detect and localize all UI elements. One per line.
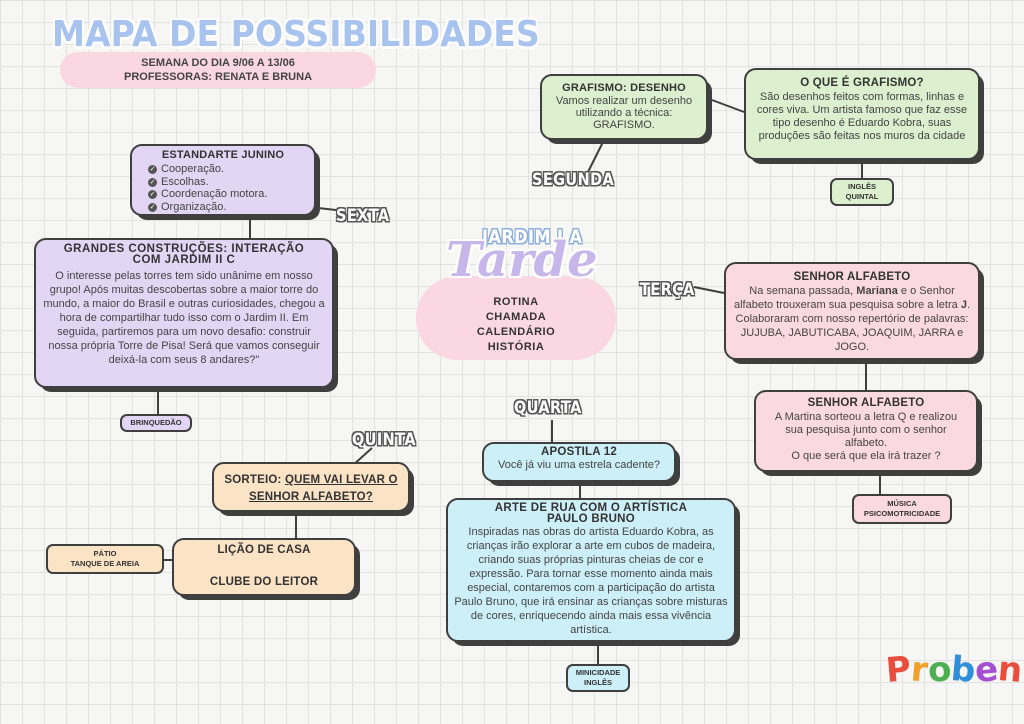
tag-line: TANQUE DE AREIA (70, 559, 140, 568)
routine-item: HISTÓRIA (487, 341, 545, 353)
shift-name: Tarde (446, 232, 598, 288)
card-wednesday-workbook: APOSTILA 12 Você já viu uma estrela cade… (482, 442, 676, 482)
checklist-item: ✓ Cooperação. (148, 163, 314, 176)
check-icon: ✓ (148, 190, 157, 199)
checklist-item: ✓ Organização. (148, 201, 314, 214)
card-thursday-homework: LIÇÃO DE CASA CLUBE DO LEITOR (172, 538, 356, 596)
day-label-friday: SEXTA (336, 206, 390, 226)
check-icon: ✓ (148, 165, 157, 174)
routine-item: CHAMADA (485, 311, 547, 323)
card-text: A Martina sorteou a letra Q e realizou s… (774, 411, 958, 449)
card-title: SENHOR ALFABETO (793, 271, 911, 283)
title-line: GRANDES CONSTRUÇÕES: INTERAÇÃO (63, 243, 305, 255)
tag-line: PÁTIO (93, 549, 117, 558)
text-part: Na semana passada, (749, 285, 857, 297)
check-icon: ✓ (148, 177, 157, 187)
card-line: LIÇÃO DE CASA (217, 544, 311, 556)
checklist-item: ✓ Escolhas. (148, 176, 314, 189)
routine-item: ROTINA (493, 296, 539, 308)
title-line: PAULO BRUNO (546, 513, 636, 525)
brand-logo: Proben (884, 648, 1024, 692)
day-label-thursday: QUINTA (352, 430, 416, 450)
card-tuesday-alphabet: SENHOR ALFABETO Na semana passada, Maria… (724, 262, 980, 360)
page-title: MAPA DE POSSIBILIDADES (52, 14, 540, 55)
tag-monday: INGLÊS QUINTAL (830, 178, 894, 206)
line-monday (587, 139, 605, 173)
item-label: Coordenação motora. (161, 188, 268, 200)
text-part: e o Senhor alfabeto trouxeram sua pesqui… (733, 285, 961, 311)
card-monday-activity: GRAFISMO: DESENHO Vamos realizar um dese… (540, 74, 708, 140)
card-friday-activity: GRANDES CONSTRUÇÕES: INTERAÇÃO COM JARDI… (34, 238, 334, 388)
week-dates: SEMANA DO DIA 9/06 A 13/06 (141, 57, 295, 69)
item-label: Cooperação. (161, 163, 224, 175)
card-text: O interesse pelas torres tem sido unânim… (43, 270, 325, 366)
card-text: Na semana passada, Mariana e o Senhor al… (726, 283, 978, 355)
letter: J (960, 299, 967, 311)
card-friday-banner: ESTANDARTE JUNINO ✓ Cooperação. ✓ Escolhas… (130, 144, 316, 216)
tag-line: PSICOMOTRICIDADE (863, 509, 941, 518)
day-label-tuesday: TERÇA (640, 280, 695, 300)
week-banner: SEMANA DO DIA 9/06 A 13/06 PROFESSORAS: … (60, 52, 376, 88)
card-text: Inspiradas nas obras do artista Eduardo … (454, 526, 728, 636)
checklist: ✓ Cooperação. ✓ Escolhas. ✓ Coordenação mot… (148, 163, 314, 213)
card-title: ESTANDARTE JUNINO (161, 149, 285, 161)
card-text: Você já viu uma estrela cadente? (497, 459, 661, 471)
routine-item: CALENDÁRIO (476, 326, 556, 338)
tag-wednesday: MINICIDADE INGLÊS (566, 664, 630, 692)
student-name: Mariana (856, 285, 898, 297)
card-question: O que será que ela irá trazer ? (791, 450, 941, 462)
card-title: ARTE DE RUA COM O ARTÍSTICA PAULO BRUNO (448, 502, 734, 525)
card-line: CLUBE DO LEITOR (209, 576, 319, 588)
center-bubble: ROTINA CHAMADA CALENDÁRIO HISTÓRIA (416, 276, 616, 360)
card-wednesday-street-art: ARTE DE RUA COM O ARTÍSTICA PAULO BRUNO … (446, 498, 736, 642)
card-text: SORTEIO: QUEM VAI LEVAR O SENHOR ALFABET… (214, 472, 408, 506)
card-thursday-draw: SORTEIO: QUEM VAI LEVAR O SENHOR ALFABET… (212, 462, 410, 512)
brand-letter: P (884, 648, 913, 692)
card-tuesday-draw: SENHOR ALFABETO A Martina sorteou a letr… (754, 390, 978, 472)
tag-line: INGLÊS (848, 182, 876, 191)
card-title: GRAFISMO: DESENHO (562, 82, 686, 94)
checklist-item: ✓ Coordenação motora. (148, 188, 314, 201)
card-title: O QUE É GRAFISMO? (800, 77, 924, 89)
text-part: QUEM VAI LEVAR O SENHOR ALFABETO? (249, 474, 398, 503)
tag-line: INGLÊS (584, 678, 612, 687)
item-label: Escolhas. (161, 175, 209, 188)
line-tuesday (693, 286, 725, 294)
tag-line: MÚSICA (887, 499, 917, 508)
routine-list: ROTINA CHAMADA CALENDÁRIO HISTÓRIA (416, 276, 616, 355)
item-label: Organização. (161, 200, 227, 213)
brand-letter: n (996, 649, 1024, 691)
day-label-monday: SEGUNDA (532, 170, 615, 190)
card-text: São desenhos feitos com formas, linhas e… (756, 91, 968, 142)
text-part: SORTEIO: (224, 474, 285, 486)
line-friday (317, 207, 337, 211)
tag-tuesday: MÚSICA PSICOMOTRICIDADE (852, 494, 952, 524)
card-title: SENHOR ALFABETO (807, 397, 925, 409)
teachers: PROFESSORAS: RENATA E BRUNA (123, 71, 313, 83)
title-line: COM JARDIM II C (132, 254, 236, 266)
tag-friday: BRINQUEDÃO (120, 414, 192, 432)
tag-line: QUINTAL (845, 192, 879, 201)
card-monday-info: O QUE É GRAFISMO? São desenhos feitos co… (744, 68, 980, 160)
day-label-wednesday: QUARTA (514, 398, 582, 418)
line-monday-cards (711, 99, 745, 113)
tag-thursday: PÁTIO TANQUE DE AREIA (46, 544, 164, 574)
title-line: ARTE DE RUA COM O ARTÍSTICA (494, 502, 688, 514)
check-icon: ✓ (148, 202, 157, 212)
class-name: JARDIM I A (482, 226, 583, 248)
card-title: GRANDES CONSTRUÇÕES: INTERAÇÃO COM JARDI… (36, 243, 332, 266)
tag-line: MINICIDADE (575, 668, 621, 677)
card-title: APOSTILA 12 (541, 446, 617, 458)
text-part: . Colaboraram com nosso repertório de pa… (735, 299, 971, 353)
card-text: Vamos realizar um desenho utilizando a t… (555, 95, 693, 131)
